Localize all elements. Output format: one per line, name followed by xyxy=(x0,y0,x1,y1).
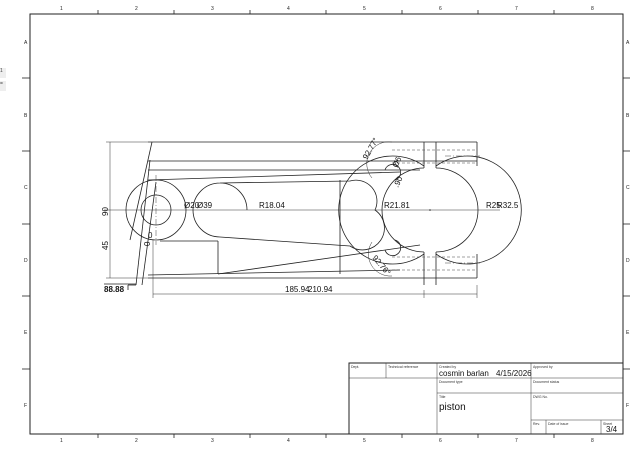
dim-r18: R18.04 xyxy=(259,201,285,210)
zone-row-c-right: C xyxy=(626,185,630,191)
dim-small-dia: Ø6 xyxy=(391,155,404,169)
approved-by-label: Approved by xyxy=(533,365,553,369)
dim-length-2: 210.94 xyxy=(308,285,333,294)
side-button-1[interactable]: 1 xyxy=(0,68,6,78)
zone-col-7: 7 xyxy=(515,6,518,12)
dimension-lines xyxy=(104,141,500,298)
dim-r25: R25 xyxy=(486,201,501,210)
dept-label: Dept. xyxy=(351,365,359,369)
dim-r32: R32.5 xyxy=(497,201,519,210)
dim-zero-1: 0 xyxy=(148,231,153,240)
title-value: piston xyxy=(439,402,466,413)
created-by-label: Created by xyxy=(439,365,456,369)
dim-length-1: 185.94 xyxy=(285,285,310,294)
zone-markers: 1 2 3 4 5 6 7 8 1 2 3 4 5 6 7 8 A B C D … xyxy=(22,6,630,444)
zone-row-e-right: E xyxy=(626,330,630,336)
zone-col-3: 3 xyxy=(211,6,214,12)
zone-row-e: E xyxy=(24,330,28,336)
slot-outline xyxy=(192,179,385,251)
zone-col-5: 5 xyxy=(363,6,366,12)
title-label: Title xyxy=(439,395,446,399)
doc-type-label: Document type xyxy=(439,380,463,384)
dim-90: 90 xyxy=(101,207,110,216)
dim-dia-20: Ø20 xyxy=(184,201,200,210)
zone-col-7-bottom: 7 xyxy=(515,438,518,444)
zone-row-b: B xyxy=(24,113,28,119)
dim-45: 45 xyxy=(101,241,110,250)
zone-col-4-bottom: 4 xyxy=(287,438,290,444)
sheet-frame xyxy=(29,13,624,435)
zone-row-a-right: A xyxy=(626,40,630,46)
dim-zero-2: 0 xyxy=(143,241,152,246)
date-of-issue-label: Date of issue xyxy=(548,422,568,426)
dim-left-value: 88.88 xyxy=(104,285,125,294)
zone-col-3-bottom: 3 xyxy=(211,438,214,444)
zone-row-c: C xyxy=(24,185,28,191)
date-value: 4/15/2026 xyxy=(496,369,532,378)
zone-row-b-right: B xyxy=(626,113,630,119)
zone-col-8: 8 xyxy=(591,6,594,12)
tech-ref-label: Technical reference xyxy=(388,365,418,369)
zone-col-8-bottom: 8 xyxy=(591,438,594,444)
zone-col-1: 1 xyxy=(60,6,63,12)
zone-col-2-bottom: 2 xyxy=(135,438,138,444)
dim-angle-bottom: 92.76° xyxy=(370,254,392,278)
created-by-value: cosmin barlan xyxy=(439,369,489,378)
zone-col-6-bottom: 6 xyxy=(439,438,442,444)
side-toolbar: 1 = xyxy=(0,68,6,94)
part-view[interactable] xyxy=(104,141,522,290)
dim-small-2: .90 xyxy=(392,174,405,188)
title-block: Dept. Technical reference Created by cos… xyxy=(348,362,624,435)
zone-row-d-right: D xyxy=(626,258,630,264)
side-button-2[interactable]: = xyxy=(0,81,6,91)
zone-col-6: 6 xyxy=(439,6,442,12)
zone-row-a: A xyxy=(24,40,28,46)
sheet-value: 3/4 xyxy=(606,425,618,434)
zone-col-1-bottom: 1 xyxy=(60,438,63,444)
dim-dia-39: Ø39 xyxy=(197,201,213,210)
dim-angle-top: 92.77° xyxy=(361,136,380,161)
zone-col-4: 4 xyxy=(287,6,290,12)
dim-r21: R21.81 xyxy=(384,201,410,210)
zone-col-5-bottom: 5 xyxy=(363,438,366,444)
zone-col-2: 2 xyxy=(135,6,138,12)
dwg-no-label: DWG No. xyxy=(533,395,548,399)
doc-status-label: Document status xyxy=(533,380,560,384)
rev-label: Rev. xyxy=(533,422,540,426)
sheet-label: Sheet xyxy=(603,422,612,426)
zone-row-f-right: F xyxy=(626,403,629,409)
zone-row-f: F xyxy=(24,403,27,409)
zone-row-d: D xyxy=(24,258,28,264)
